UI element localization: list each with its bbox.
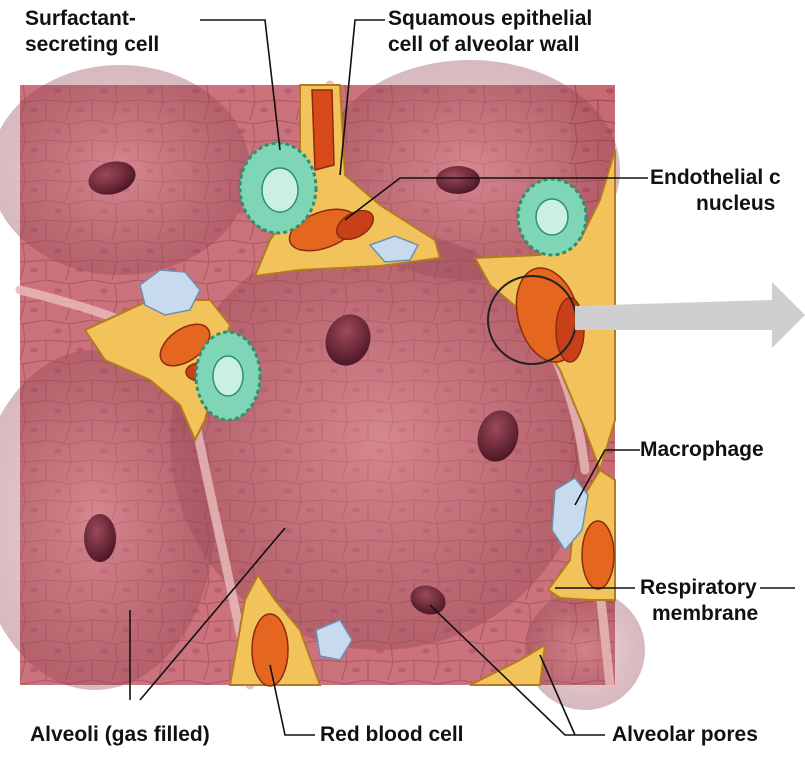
label-endothelial-line2: nucleus — [650, 191, 781, 217]
label-squamous-epithelial-cell: Squamous epithelial cell of alveolar wal… — [388, 6, 592, 58]
surfactant-cell-right — [518, 179, 586, 255]
surfactant-cell-left — [196, 332, 260, 420]
label-squamous-line2: cell of alveolar wall — [388, 32, 592, 58]
label-macrophage-text: Macrophage — [640, 437, 764, 463]
label-alveoli: Alveoli (gas filled) — [30, 722, 210, 748]
label-respiratory-line1: Respiratory — [640, 575, 758, 601]
label-red-blood-cell: Red blood cell — [320, 722, 464, 748]
label-endothelial-cell-nucleus: Endothelial c nucleus — [650, 165, 781, 217]
surfactant-cell-top — [240, 143, 316, 233]
label-surfactant-secreting-cell: Surfactant- secreting cell — [25, 6, 159, 58]
label-respiratory-line2: membrane — [640, 601, 758, 627]
label-pores-text: Alveolar pores — [612, 722, 758, 748]
label-alveolar-pores: Alveolar pores — [612, 722, 758, 748]
label-surfactant-line2: secreting cell — [25, 32, 159, 58]
label-surfactant-line1: Surfactant- — [25, 6, 159, 32]
label-macrophage: Macrophage — [640, 437, 764, 463]
label-respiratory-membrane: Respiratory membrane — [640, 575, 758, 627]
label-rbc-text: Red blood cell — [320, 722, 464, 748]
label-squamous-line1: Squamous epithelial — [388, 6, 592, 32]
label-endothelial-line1: Endothelial c — [650, 165, 781, 191]
label-alveoli-text: Alveoli (gas filled) — [30, 722, 210, 748]
